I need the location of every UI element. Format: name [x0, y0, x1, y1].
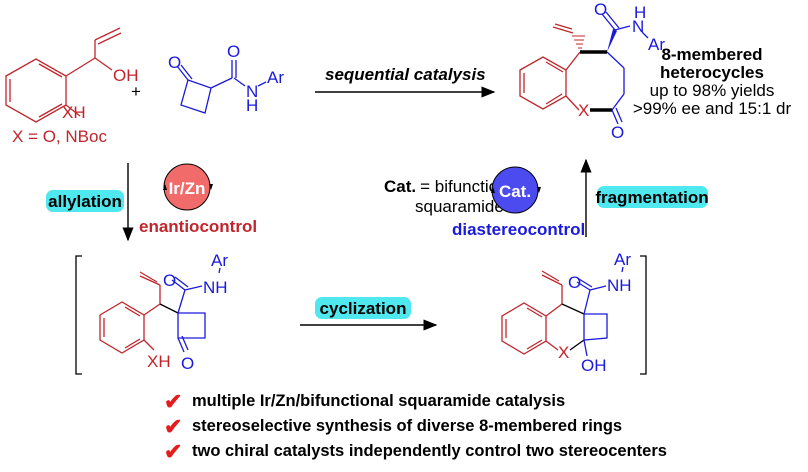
- summary-title-2: heterocycles: [660, 63, 764, 82]
- int1-xh-label: XH: [147, 352, 171, 371]
- cat-badge-label: Cat.: [499, 182, 531, 201]
- product-aryl-label: Ar: [648, 35, 665, 54]
- allylation-label: allylation: [48, 192, 122, 211]
- aryl-label: Ar: [267, 68, 284, 87]
- int2-x-label: X: [558, 343, 569, 362]
- xh-label: XH: [62, 103, 86, 122]
- highlight-text: two chiral catalysts independently contr…: [192, 442, 667, 460]
- ir-zn-label: Ir/Zn: [169, 179, 206, 198]
- product-x-label: X: [578, 101, 589, 120]
- left-bracket: [75, 255, 82, 375]
- cyclobutanone-amide-structure: O O N H Ar: [168, 42, 284, 115]
- checkmark-icon: ✔: [164, 388, 183, 414]
- product-n-label: N: [632, 17, 644, 36]
- x-definition: X = O, NBoc: [12, 127, 107, 146]
- highlights-list: ✔ multiple Ir/Zn/bifunctional squaramide…: [160, 389, 667, 464]
- int1-ketone-oxygen: O: [181, 354, 194, 373]
- int1-aryl-label: Ar: [211, 251, 228, 270]
- product-structure: O N H Ar X O: [519, 0, 665, 142]
- intermediate-2-structure: O NH Ar X OH: [501, 250, 632, 375]
- amide-h-label: H: [246, 96, 258, 115]
- product-summary: 8-membered heterocycles up to 98% yields…: [633, 45, 792, 118]
- catalyst-definition-line2: squaramide: [415, 197, 504, 216]
- int2-nh-label: NH: [607, 276, 632, 295]
- plus-sign: +: [131, 82, 141, 101]
- product-h-label: H: [634, 3, 646, 22]
- checkmark-icon: ✔: [164, 438, 183, 464]
- summary-title-1: 8-membered: [661, 45, 762, 64]
- highlight-text: multiple Ir/Zn/bifunctional squaramide c…: [192, 392, 566, 410]
- ring-oxygen-label: O: [168, 53, 181, 72]
- product-amide-oxygen: O: [594, 0, 607, 19]
- squaramide-catalyst-badge: Cat.: [491, 166, 541, 214]
- enantiocontrol-label: enantiocontrol: [139, 217, 257, 236]
- diastereocontrol-label: diastereocontrol: [452, 220, 585, 239]
- cyclization-pill: [315, 297, 411, 319]
- checkmark-icon: ✔: [164, 413, 183, 439]
- amide-oxygen-label: O: [227, 42, 240, 61]
- int2-amide-oxygen: O: [568, 273, 581, 292]
- int1-amide-oxygen: O: [163, 271, 176, 290]
- fragmentation-pill: [597, 186, 708, 208]
- intermediate-1-structure: O NH Ar XH O: [99, 251, 228, 373]
- int2-aryl-label: Ar: [614, 250, 631, 269]
- allyl-alcohol-structure: OH XH X = O, NBoc: [5, 27, 139, 146]
- oh-label: OH: [113, 66, 139, 85]
- highlight-item: ✔ two chiral catalysts independently con…: [160, 439, 667, 464]
- int1-nh-label: NH: [203, 278, 228, 297]
- cyclization-label: cyclization: [320, 299, 407, 318]
- sequential-catalysis-label: sequential catalysis: [325, 65, 486, 84]
- highlight-item: ✔ multiple Ir/Zn/bifunctional squaramide…: [160, 389, 667, 414]
- summary-yield: up to 98% yields: [650, 81, 775, 100]
- ir-zn-catalyst-badge: Ir/Zn: [163, 163, 213, 211]
- cat-prefix: Cat.: [384, 177, 416, 196]
- allylation-pill: [46, 190, 124, 212]
- right-bracket: [640, 255, 647, 375]
- summary-selectivity: >99% ee and 15:1 dr: [633, 99, 792, 118]
- fragmentation-label: fragmentation: [595, 188, 708, 207]
- highlight-text: stereoselective synthesis of diverse 8-m…: [192, 417, 623, 435]
- highlight-item: ✔ stereoselective synthesis of diverse 8…: [160, 414, 667, 439]
- amide-n-label: N: [246, 82, 258, 101]
- product-lactone-oxygen: O: [611, 123, 624, 142]
- int2-oh-label: OH: [581, 356, 607, 375]
